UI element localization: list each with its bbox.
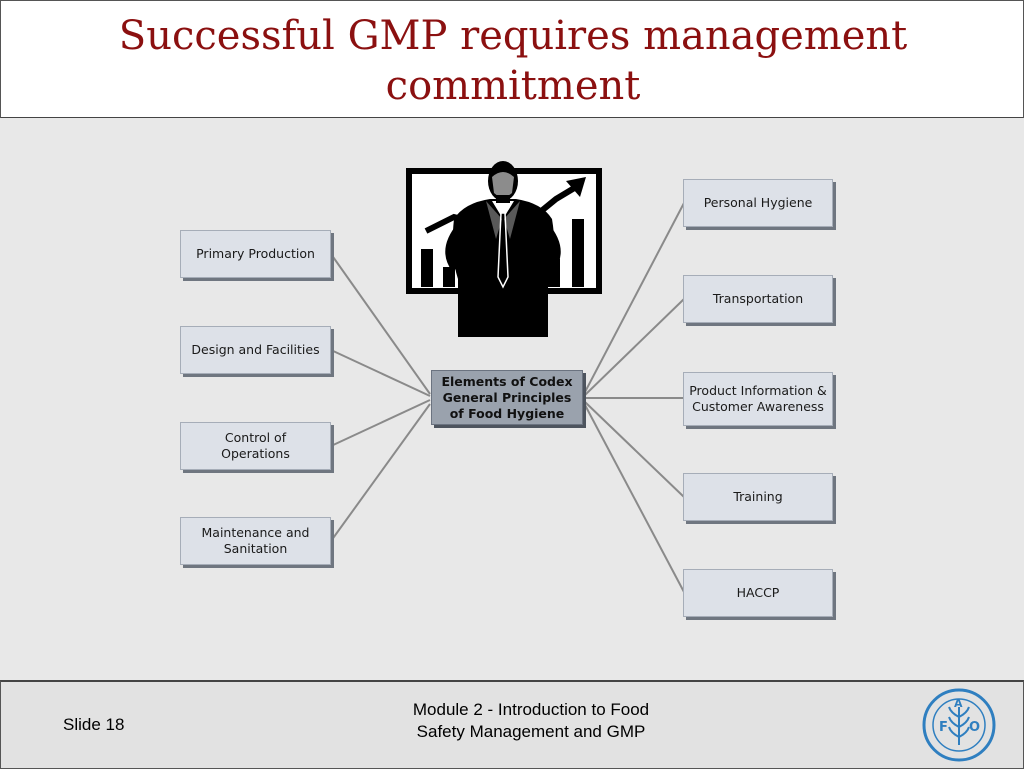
fao-logo-icon: F A O	[922, 688, 996, 762]
box-maintenance-and-sanitation: Maintenance and Sanitation	[180, 517, 331, 565]
box-control-of-operations: Control of Operations	[180, 422, 331, 470]
box-haccp: HACCP	[683, 569, 833, 617]
module-title-line-1: Module 2 - Introduction to Food	[412, 700, 650, 719]
connector-line	[330, 349, 431, 397]
module-title: Module 2 - Introduction to Food Safety M…	[381, 699, 681, 743]
box-product-information: Product Information & Customer Awareness	[683, 372, 833, 426]
slide-footer: Slide 18 Module 2 - Introduction to Food…	[0, 680, 1024, 769]
connector-line	[584, 404, 685, 593]
svg-text:A: A	[954, 697, 963, 710]
connector-line	[330, 403, 431, 542]
slide-title: Successful GMP requires management commi…	[118, 13, 908, 109]
connector-line	[330, 399, 431, 447]
box-personal-hygiene: Personal Hygiene	[683, 179, 833, 227]
svg-text:O: O	[969, 720, 980, 735]
box-design-and-facilities: Design and Facilities	[180, 326, 331, 374]
slide-number: Slide 18	[63, 715, 125, 734]
businessman-with-rising-chart-icon	[406, 161, 602, 337]
connector-line	[584, 298, 685, 396]
box-primary-production: Primary Production	[180, 230, 331, 278]
connector-line	[584, 202, 685, 393]
box-transportation: Transportation	[683, 275, 833, 323]
slide-header: Successful GMP requires management commi…	[0, 0, 1024, 119]
svg-text:F: F	[939, 720, 948, 735]
box-training: Training	[683, 473, 833, 521]
connector-line	[330, 253, 431, 395]
module-title-line-2: Safety Management and GMP	[416, 722, 646, 741]
connector-line	[584, 401, 685, 498]
box-elements-of-codex: Elements of Codex General Principles of …	[431, 370, 583, 425]
